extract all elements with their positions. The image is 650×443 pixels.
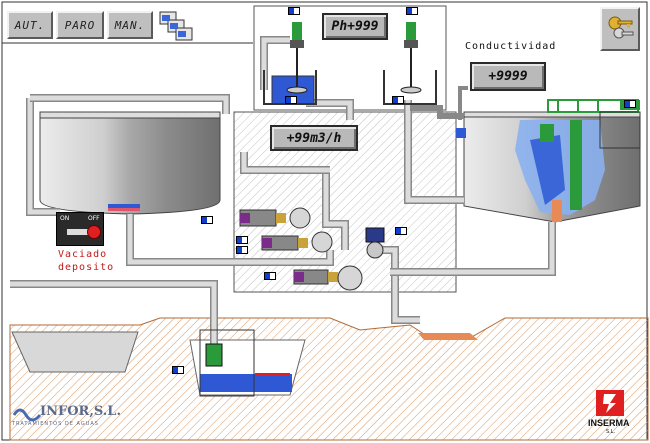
inserma-brand: INSERMA <box>588 418 630 428</box>
conductivity-title: Conductividad <box>465 41 557 52</box>
auto-mode-button[interactable]: AUT. <box>7 11 53 39</box>
pump-2 <box>261 231 333 253</box>
stop-button[interactable]: PARO <box>56 11 104 39</box>
manual-mode-button[interactable]: MAN. <box>107 11 153 39</box>
status-indicator <box>288 7 300 15</box>
drain-switch[interactable]: ON OFF <box>56 212 104 246</box>
infor-subtitle: TRATAMIENTOS DE AGUAS <box>12 421 99 427</box>
ph-display: Ph+999 <box>322 13 388 40</box>
conductivity-display: +9999 <box>470 62 546 91</box>
drain-label-line1: Vaciado <box>58 249 108 260</box>
inserma-logo: INSERMA S.L. <box>588 388 636 436</box>
inserma-mark-icon <box>596 390 624 416</box>
status-indicator <box>406 7 418 15</box>
status-indicator <box>392 96 404 104</box>
status-indicator <box>236 246 248 254</box>
switch-on-label: ON <box>60 215 70 222</box>
pump-3 <box>293 265 363 291</box>
switch-knob-icon <box>87 225 101 239</box>
status-indicator <box>201 216 213 224</box>
infor-brand: INFOR,S.L. <box>40 404 121 419</box>
status-indicator <box>395 227 407 235</box>
inserma-subtitle: S.L. <box>606 429 616 435</box>
flow-display: +99m3/h <box>270 125 358 151</box>
status-indicator <box>624 100 636 108</box>
keys-icon[interactable] <box>600 7 640 51</box>
switch-lever <box>67 229 89 235</box>
status-indicator <box>285 96 297 104</box>
drain-label: Vaciado deposito <box>58 248 114 274</box>
drain-label-line2: deposito <box>58 262 115 273</box>
status-indicator <box>236 236 248 244</box>
switch-off-label: OFF <box>88 215 100 222</box>
pump-1 <box>239 207 311 229</box>
infor-logo: INFOR,S.L. TRATAMIENTOS DE AGUAS <box>12 403 121 433</box>
status-indicator <box>264 272 276 280</box>
windows-stack-icon[interactable] <box>158 10 194 44</box>
status-indicator <box>172 366 184 374</box>
